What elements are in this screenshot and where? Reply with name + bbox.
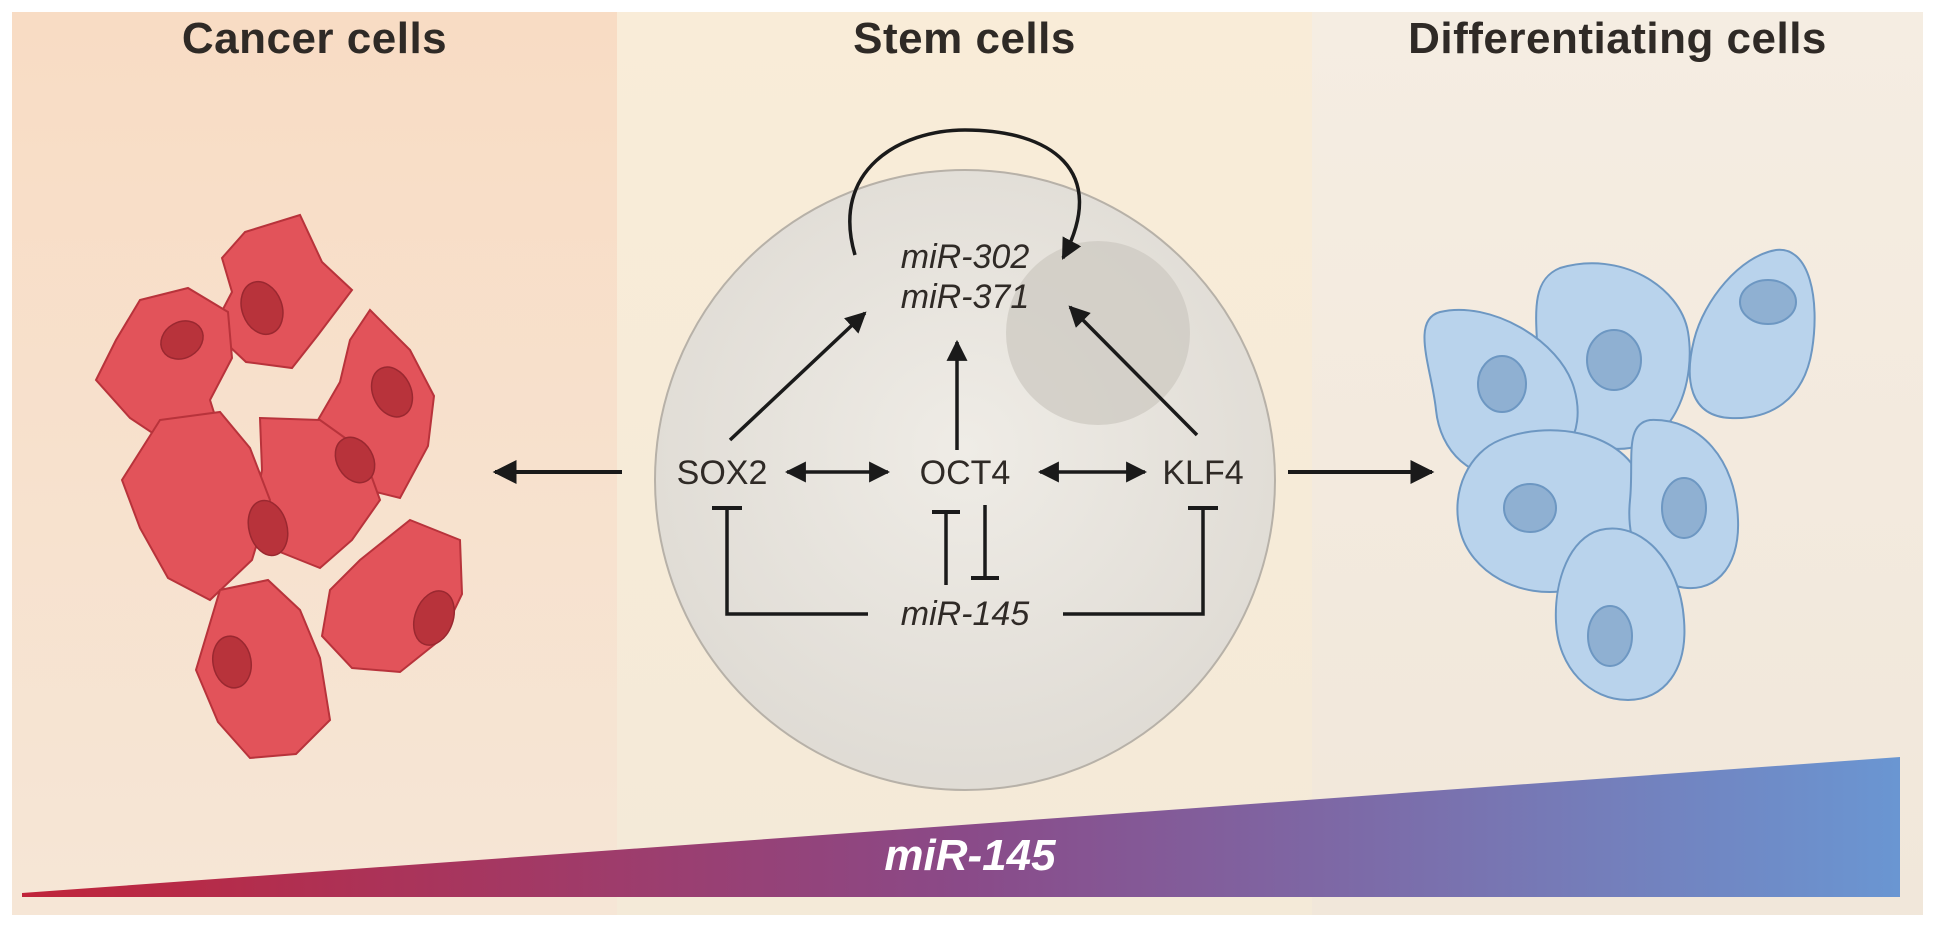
differentiating-cells-title: Differentiating cells: [1408, 14, 1827, 63]
cancer-cell: [120, 410, 289, 602]
mir145-gradient-bar: [22, 757, 1900, 897]
cancer-cell: [210, 213, 354, 370]
differentiating-cell: [1688, 248, 1816, 420]
differentiating-cell: [1628, 418, 1740, 590]
klf4-label: KLF4: [1162, 454, 1243, 492]
stem-cells-title: Stem cells: [853, 14, 1076, 63]
mir145-gradient-label: miR-145: [884, 831, 1056, 880]
sox2-to-mir302-arrow: [728, 311, 867, 442]
differentiating-cell: [1554, 527, 1686, 702]
mir302-label: miR-302: [901, 238, 1030, 276]
mir371-label: miR-371: [901, 278, 1029, 316]
self-loop-arrow: [848, 128, 1082, 260]
cancer-cell: [320, 518, 464, 674]
cancer-cell-cluster: [94, 213, 464, 760]
mir145-inhibits-sox2: [725, 508, 868, 616]
mir145-label: miR-145: [901, 595, 1030, 633]
klf4-to-mir302-arrow: [1068, 305, 1199, 437]
cancer-cell: [94, 286, 234, 448]
oct4-label: OCT4: [920, 454, 1011, 492]
mir145-inhibits-klf4: [1063, 508, 1205, 616]
cancer-cell: [194, 578, 332, 760]
sox2-label: SOX2: [677, 454, 768, 492]
cancer-cells-title: Cancer cells: [181, 14, 448, 63]
differentiating-cell-cluster: [1423, 248, 1816, 702]
